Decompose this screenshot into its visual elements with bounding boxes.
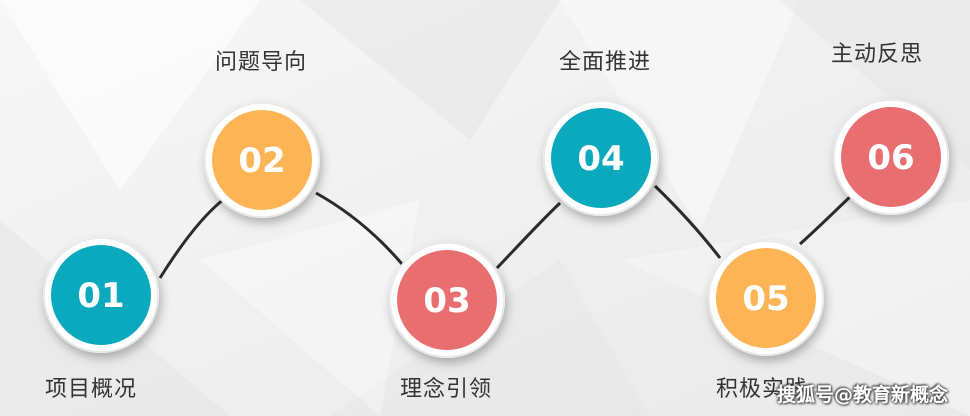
step-number-2: 02 [238,141,285,181]
step-circle-1 [51,245,151,345]
connector-5-6 [799,193,854,246]
step-circle-6 [841,107,941,207]
step-rim-1 [43,237,159,353]
step-circle-2 [212,110,312,210]
connector-4-5 [653,184,722,259]
step-number-4: 04 [577,139,624,179]
step-number-5: 05 [742,279,789,319]
step-rim-6 [833,99,949,215]
step-node-6: 06 [833,99,949,215]
step-label-4: 全面推进 [558,50,652,75]
step-node-4: 04 [543,100,659,216]
step-circle-3 [397,250,497,350]
step-label-3: 理念引领 [399,377,493,402]
step-rim-5 [708,240,824,356]
step-nodes: 01 02 03 04 05 06 [43,99,949,358]
step-label-2: 问题导向 [214,50,308,75]
step-circle-5 [716,248,816,348]
watermark: 搜狐号@教育新概念 [776,384,948,406]
step-node-5: 05 [708,240,824,356]
step-rim-2 [204,102,320,218]
connector-lines [158,184,854,279]
step-node-1: 01 [43,237,159,353]
connector-1-2 [158,197,225,279]
connector-3-4 [495,201,562,270]
step-rim-3 [389,242,505,358]
step-node-2: 02 [204,102,320,218]
step-number-1: 01 [77,276,124,316]
step-label-6: 主动反思 [830,42,924,67]
step-label-5: 积极实践 [715,377,809,402]
step-number-6: 06 [867,138,914,178]
step-circle-4 [551,108,651,208]
step-rim-4 [543,100,659,216]
step-number-3: 03 [423,281,470,321]
connector-2-3 [315,191,404,265]
step-label-1: 项目概况 [44,377,138,402]
step-node-3: 03 [389,242,505,358]
